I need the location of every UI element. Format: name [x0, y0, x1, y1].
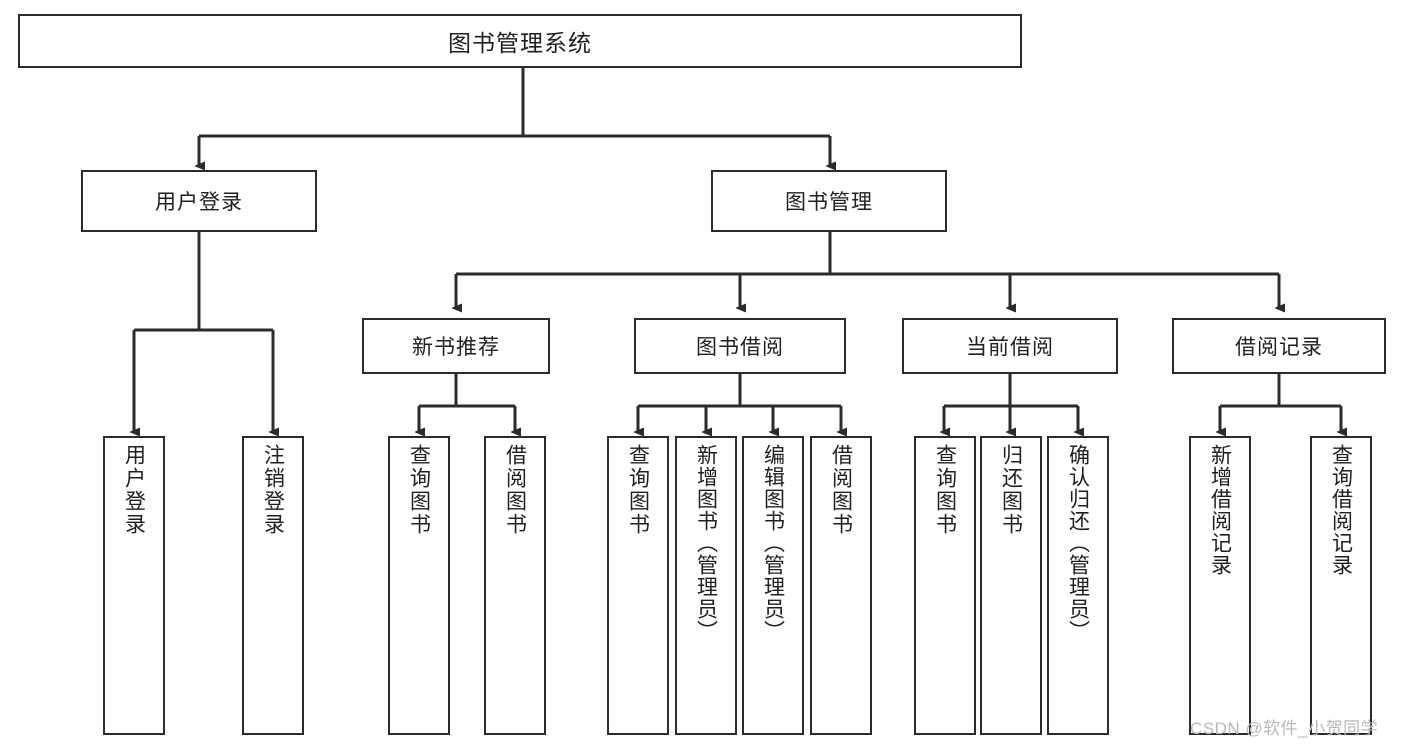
leaf-query-book-borrow[interactable]: 查询图书: [607, 436, 669, 735]
node-label: 编辑图书（管理员）: [761, 444, 785, 642]
node-label: 当前借阅: [966, 336, 1054, 359]
leaf-borrow-book[interactable]: 借阅图书: [810, 436, 872, 735]
node-label: 用户登录: [155, 191, 243, 214]
leaf-logout[interactable]: 注销登录: [242, 436, 304, 735]
leaf-return-book[interactable]: 归还图书: [980, 436, 1042, 735]
node-new-book-recommend[interactable]: 新书推荐: [362, 318, 550, 374]
node-label: 图书管理系统: [448, 30, 592, 56]
node-user-login[interactable]: 用户登录: [81, 170, 317, 232]
node-label: 图书管理: [785, 191, 873, 214]
leaf-edit-book-admin[interactable]: 编辑图书（管理员）: [742, 436, 804, 735]
node-current-borrow[interactable]: 当前借阅: [902, 318, 1118, 374]
node-label: 查询图书: [626, 444, 650, 536]
node-label: 归还图书: [999, 444, 1023, 536]
leaf-query-book-current[interactable]: 查询图书: [914, 436, 976, 735]
node-label: 查询图书: [407, 444, 431, 536]
node-borrow-record[interactable]: 借阅记录: [1172, 318, 1386, 374]
node-label: 图书借阅: [696, 336, 784, 359]
node-book-management[interactable]: 图书管理: [711, 170, 947, 232]
node-label: 查询借阅记录: [1329, 444, 1353, 576]
node-book-borrow[interactable]: 图书借阅: [634, 318, 846, 374]
node-label: 借阅图书: [503, 444, 527, 536]
node-label: 借阅图书: [829, 444, 853, 536]
node-label: 查询图书: [933, 444, 957, 536]
leaf-query-book-new[interactable]: 查询图书: [388, 436, 450, 735]
node-label: 新增图书（管理员）: [694, 444, 718, 642]
leaf-add-book-admin[interactable]: 新增图书（管理员）: [675, 436, 737, 735]
node-label: 新书推荐: [412, 336, 500, 359]
node-label: 确认归还（管理员）: [1066, 444, 1090, 642]
node-label: 新增借阅记录: [1208, 444, 1232, 576]
csdn-watermark: CSDN @软件_小贺同学: [1190, 719, 1379, 738]
leaf-add-borrow-record[interactable]: 新增借阅记录: [1189, 436, 1251, 735]
node-root-system[interactable]: 图书管理系统: [18, 14, 1022, 68]
leaf-query-borrow-record[interactable]: 查询借阅记录: [1310, 436, 1372, 735]
node-label: 注销登录: [261, 444, 285, 536]
leaf-confirm-return-admin[interactable]: 确认归还（管理员）: [1047, 436, 1109, 735]
node-label: 借阅记录: [1235, 336, 1323, 359]
leaf-borrow-book-new[interactable]: 借阅图书: [484, 436, 546, 735]
node-label: 用户登录: [122, 444, 146, 536]
leaf-user-login[interactable]: 用户登录: [103, 436, 165, 735]
